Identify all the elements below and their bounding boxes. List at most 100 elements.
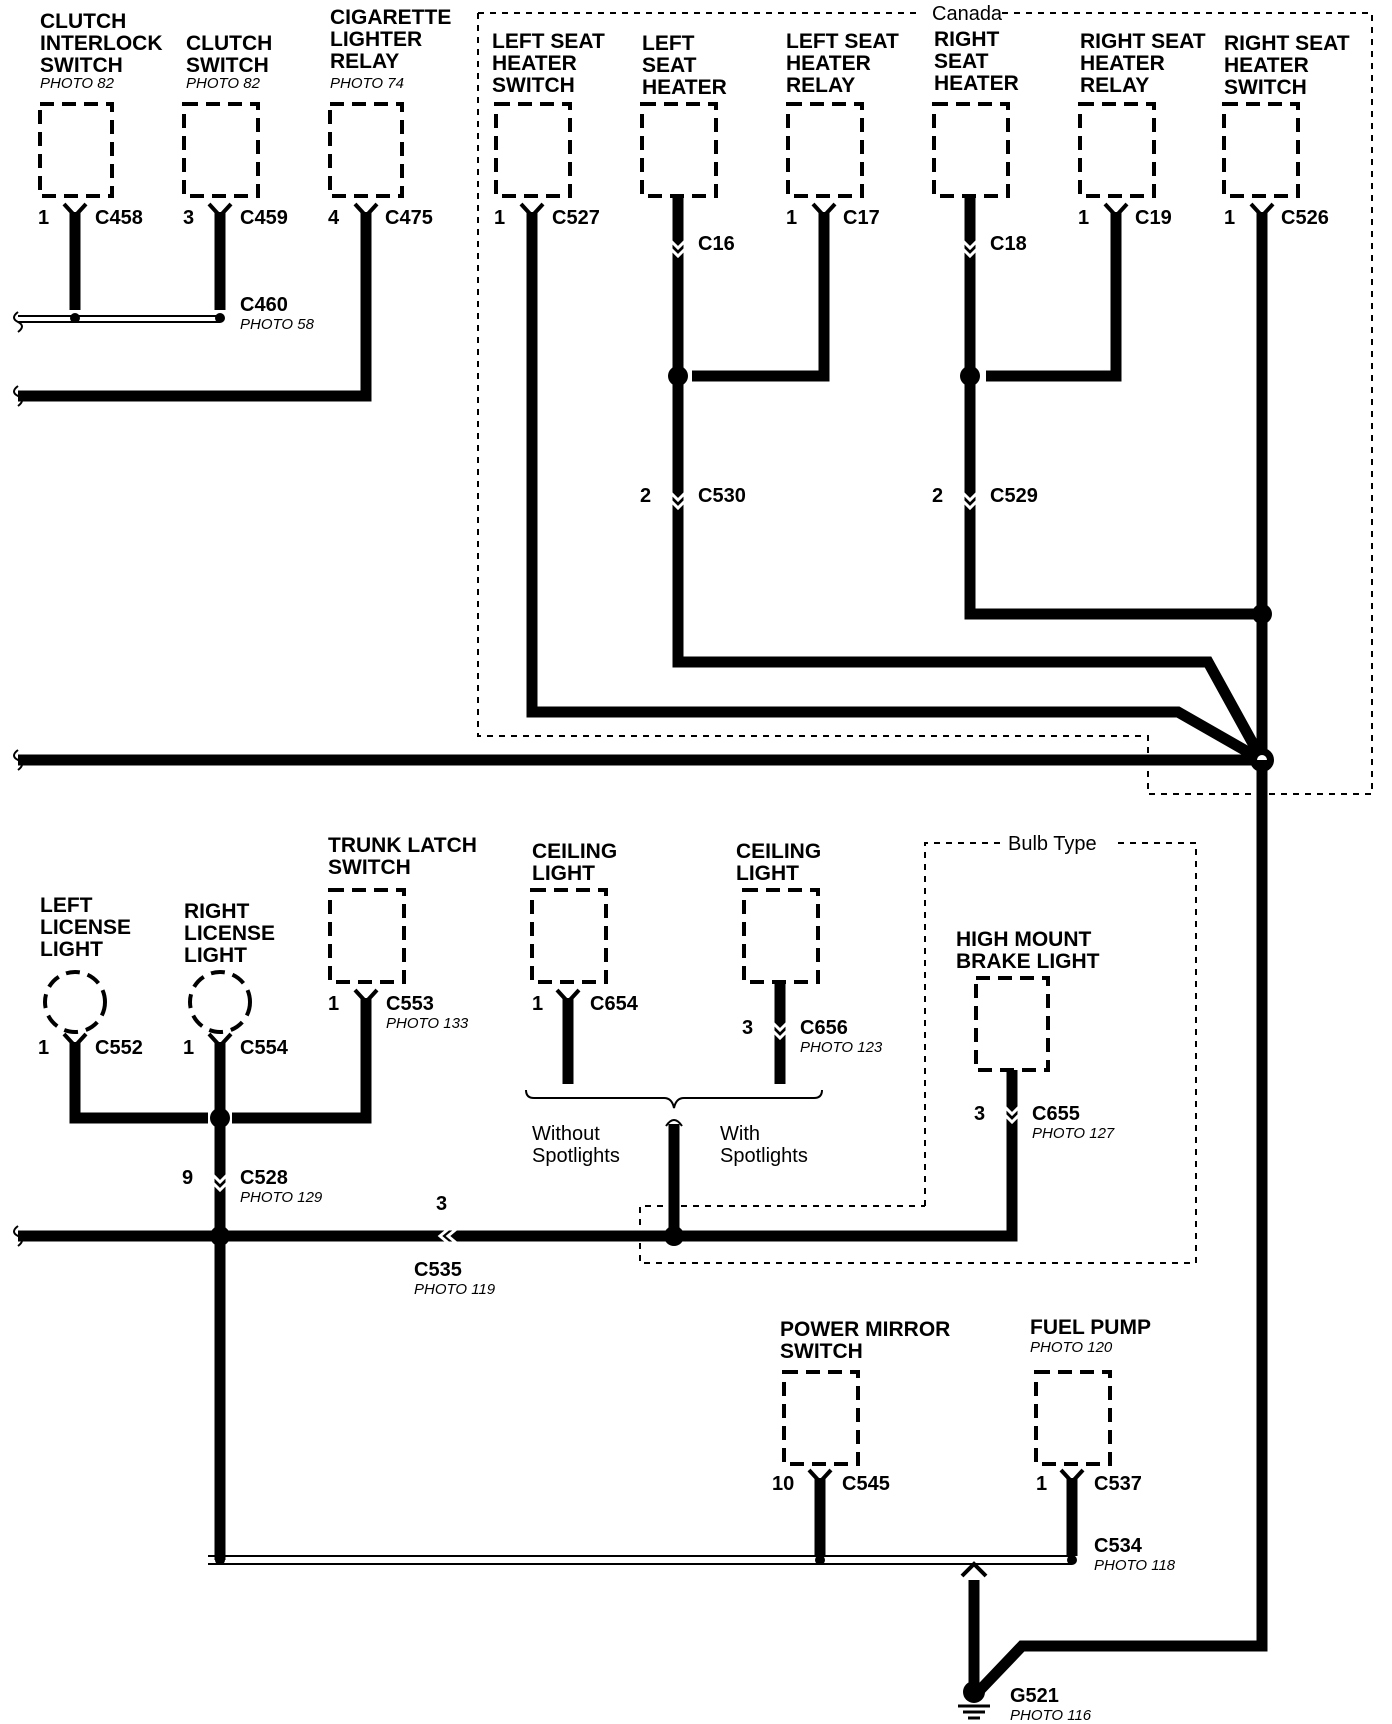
c19-label: C19 — [1135, 207, 1172, 229]
left-seat-heater-relay-box — [786, 102, 864, 198]
connector-c458-symbol — [62, 202, 88, 219]
c527-pin: 1 — [494, 207, 505, 229]
g521-photo-ref: PHOTO 116 — [1010, 1707, 1092, 1724]
right-seat-heater-switch-box — [1222, 102, 1300, 198]
c545-label: C545 — [842, 1473, 890, 1495]
splice-right-seat-return — [1252, 604, 1272, 624]
wire-main-to-ground — [976, 760, 1268, 1694]
splice-license-lights — [210, 1108, 230, 1128]
c553-pin: 1 — [328, 993, 339, 1015]
connector-c654-symbol — [555, 988, 581, 1005]
c537-pin: 1 — [1036, 1473, 1047, 1495]
break-mark-secondary-bus — [13, 1225, 23, 1247]
c19-pin: 1 — [1078, 207, 1089, 229]
wire-c527 — [526, 212, 1265, 765]
splice-dot-c458 — [70, 313, 80, 323]
splice-c460-line — [18, 315, 220, 323]
wire-left-seat-heater — [672, 196, 1267, 763]
c534-label: C534 — [1094, 1535, 1143, 1557]
c654-pin: 1 — [532, 993, 543, 1015]
trunk-latch-switch-box — [328, 888, 406, 984]
ceiling-light-2-box — [742, 888, 820, 984]
c528-photo-ref: PHOTO 129 — [240, 1189, 323, 1206]
fuel-pump-box — [1034, 1370, 1112, 1466]
c656-label: C656 — [800, 1017, 848, 1039]
connector-c526-symbol — [1249, 202, 1275, 219]
wire-c552 — [69, 1042, 208, 1124]
c528-label: C528 — [240, 1167, 288, 1189]
wire-c475 — [18, 212, 372, 402]
c656-photo-ref: PHOTO 123 — [800, 1039, 883, 1056]
c529-pin: 2 — [932, 485, 943, 507]
c458-pin: 1 — [38, 207, 49, 229]
c529-label: C529 — [990, 485, 1038, 507]
bulb-type-zone-boundary-2 — [639, 842, 1197, 1264]
right-seat-heater-relay-box — [1078, 102, 1156, 198]
splice-secondary-bus-left — [210, 1226, 230, 1246]
connector-c553-symbol — [353, 988, 379, 1005]
splice-dot-c537 — [1067, 1555, 1077, 1565]
c553-label: C553 — [386, 993, 434, 1015]
connector-c16-symbol — [664, 234, 692, 259]
canada-zone-boundary — [477, 12, 1373, 795]
connector-c552-symbol — [62, 1032, 88, 1049]
secondary-ground-bus — [18, 1102, 1018, 1242]
c530-label: C530 — [698, 485, 746, 507]
clutch-interlock-switch-box — [38, 102, 114, 198]
g521-label: G521 — [1010, 1685, 1059, 1707]
connector-c656-symbol — [766, 1016, 794, 1041]
cig-relay-photo-ref: PHOTO 74 — [330, 75, 404, 92]
c545-pin: 10 — [772, 1473, 794, 1495]
c16-label: C16 — [698, 233, 735, 255]
clutch-switch-box — [182, 102, 260, 198]
bulb-type-zone-label: Bulb Type — [1008, 833, 1097, 855]
ceiling-light-1-box — [530, 888, 608, 984]
bulb-type-zone-boundary — [924, 842, 1000, 1206]
c554-pin: 1 — [183, 1037, 194, 1059]
connector-c17-symbol — [811, 202, 837, 219]
connector-c535-symbol — [437, 1224, 461, 1248]
power-mirror-switch-box — [782, 1370, 860, 1466]
connector-c528-symbol — [206, 1168, 234, 1193]
cig-relay-box — [328, 102, 404, 198]
right-seat-heater-box — [932, 102, 1010, 198]
c460-photo-ref: PHOTO 58 — [240, 316, 315, 333]
c460-label: C460 — [240, 294, 288, 316]
c553-photo-ref: PHOTO 133 — [386, 1015, 469, 1032]
connector-c554-symbol — [207, 1032, 233, 1049]
connector-c475-symbol — [353, 202, 379, 219]
wire-right-seat-heater — [964, 196, 1262, 620]
svg-text:FUEL PUMP: FUEL PUMP — [1030, 1316, 1151, 1339]
connector-c527-symbol — [519, 202, 545, 219]
left-seat-heater-box — [640, 102, 718, 198]
c537-label: C537 — [1094, 1473, 1142, 1495]
c534-photo-ref: PHOTO 118 — [1094, 1557, 1176, 1574]
c528-pin: 9 — [182, 1167, 193, 1189]
wire-c17 — [692, 212, 830, 382]
c655-label: C655 — [1032, 1103, 1080, 1125]
clutch-interlock-photo-ref: PHOTO 82 — [40, 75, 115, 92]
c535-photo-ref: PHOTO 119 — [414, 1281, 496, 1298]
ground-symbol-icon — [958, 1704, 990, 1720]
c475-label: C475 — [385, 207, 433, 229]
break-mark-main-bus — [13, 749, 23, 771]
